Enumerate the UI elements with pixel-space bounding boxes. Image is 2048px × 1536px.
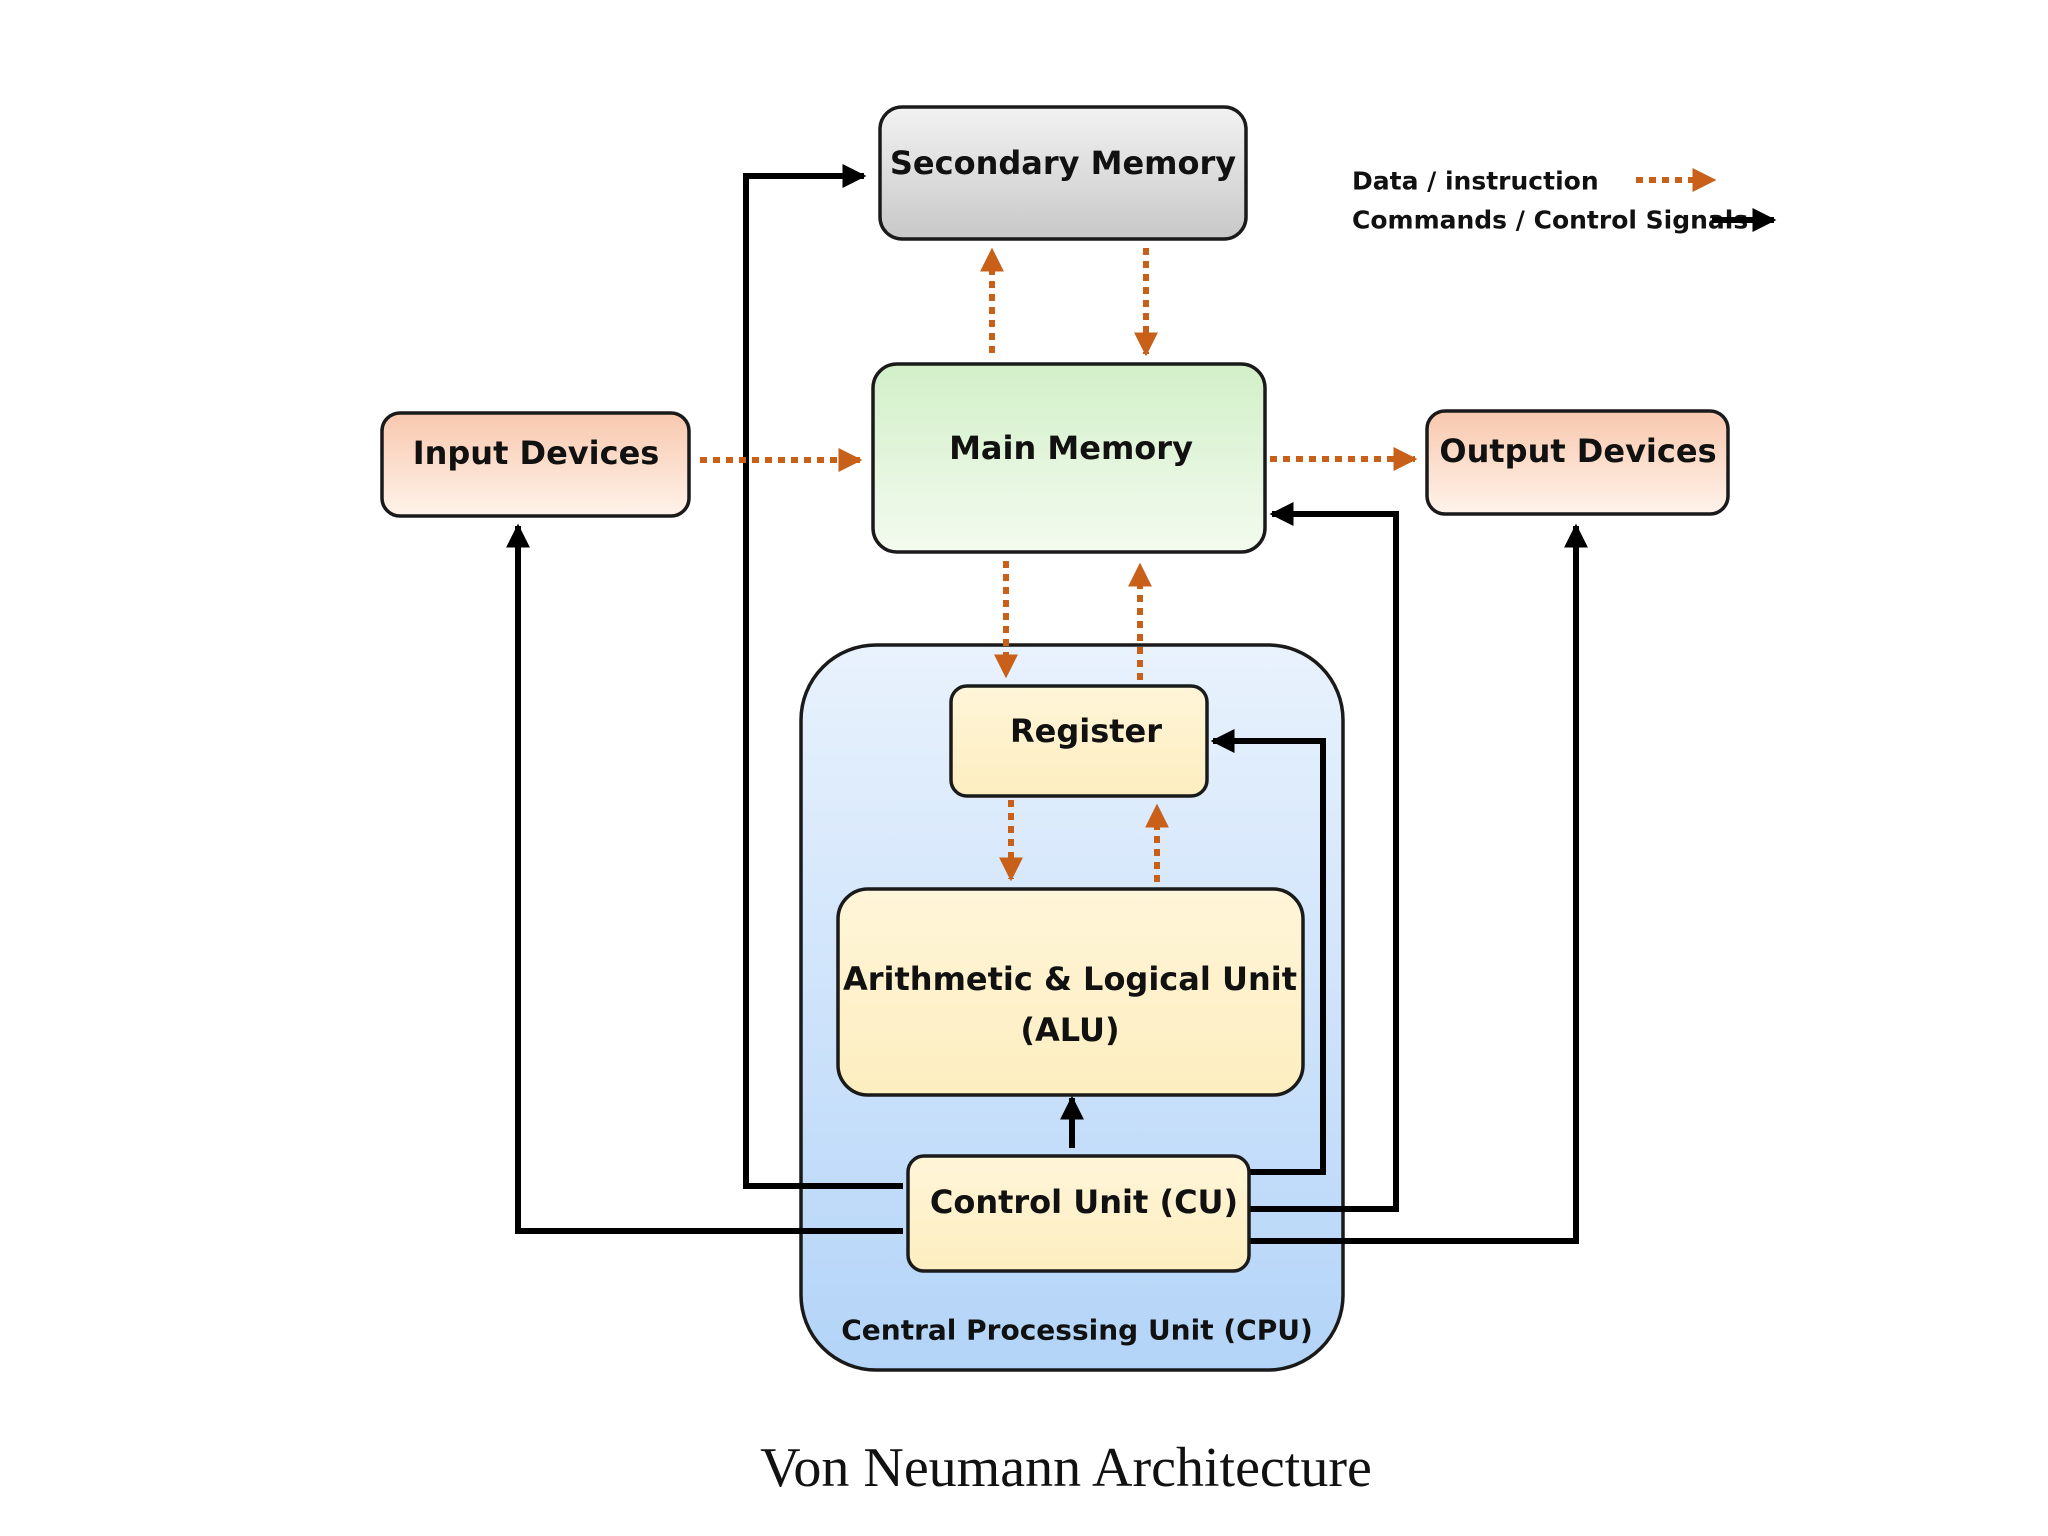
diagram-caption: Von Neumann Architecture: [760, 1437, 1372, 1499]
register-label: Register: [1010, 712, 1162, 750]
secondary-memory-box: Secondary Memory: [878, 105, 1248, 241]
alu-box: Arithmetic & Logical Unit (ALU): [836, 887, 1305, 1097]
cu-to-output-devices-line: [1244, 523, 1588, 1244]
legend-data-label: Data / instruction: [1352, 167, 1599, 196]
legend-control-label: Commands / Control Signals: [1352, 206, 1748, 235]
output-devices-box: Output Devices: [1425, 409, 1730, 516]
control-unit-label: Control Unit (CU): [930, 1183, 1238, 1221]
cpu-label: Central Processing Unit (CPU): [841, 1314, 1313, 1347]
main-memory-box: Main Memory: [871, 362, 1267, 554]
cu-to-input-devices-line: [506, 523, 903, 1234]
main-memory-label: Main Memory: [949, 429, 1193, 467]
cu-to-main-memory-line: [1244, 502, 1399, 1212]
control-lines: [506, 164, 1588, 1244]
output-devices-label: Output Devices: [1439, 432, 1716, 470]
cu-to-register-line: [1210, 729, 1326, 1175]
input-devices-label: Input Devices: [413, 434, 660, 472]
legend: Data / instruction Commands / Control Si…: [1352, 167, 1777, 235]
input-devices-box: Input Devices: [380, 411, 691, 518]
register-box: Register: [949, 684, 1209, 798]
cu-to-secondary-memory-line: [743, 164, 903, 1189]
control-unit-box: Control Unit (CU): [906, 1154, 1251, 1273]
alu-label-line1: Arithmetic & Logical Unit: [843, 960, 1297, 998]
secondary-memory-label: Secondary Memory: [890, 144, 1236, 182]
data-lines: [700, 247, 1418, 882]
alu-label-line2: (ALU): [1020, 1011, 1119, 1049]
